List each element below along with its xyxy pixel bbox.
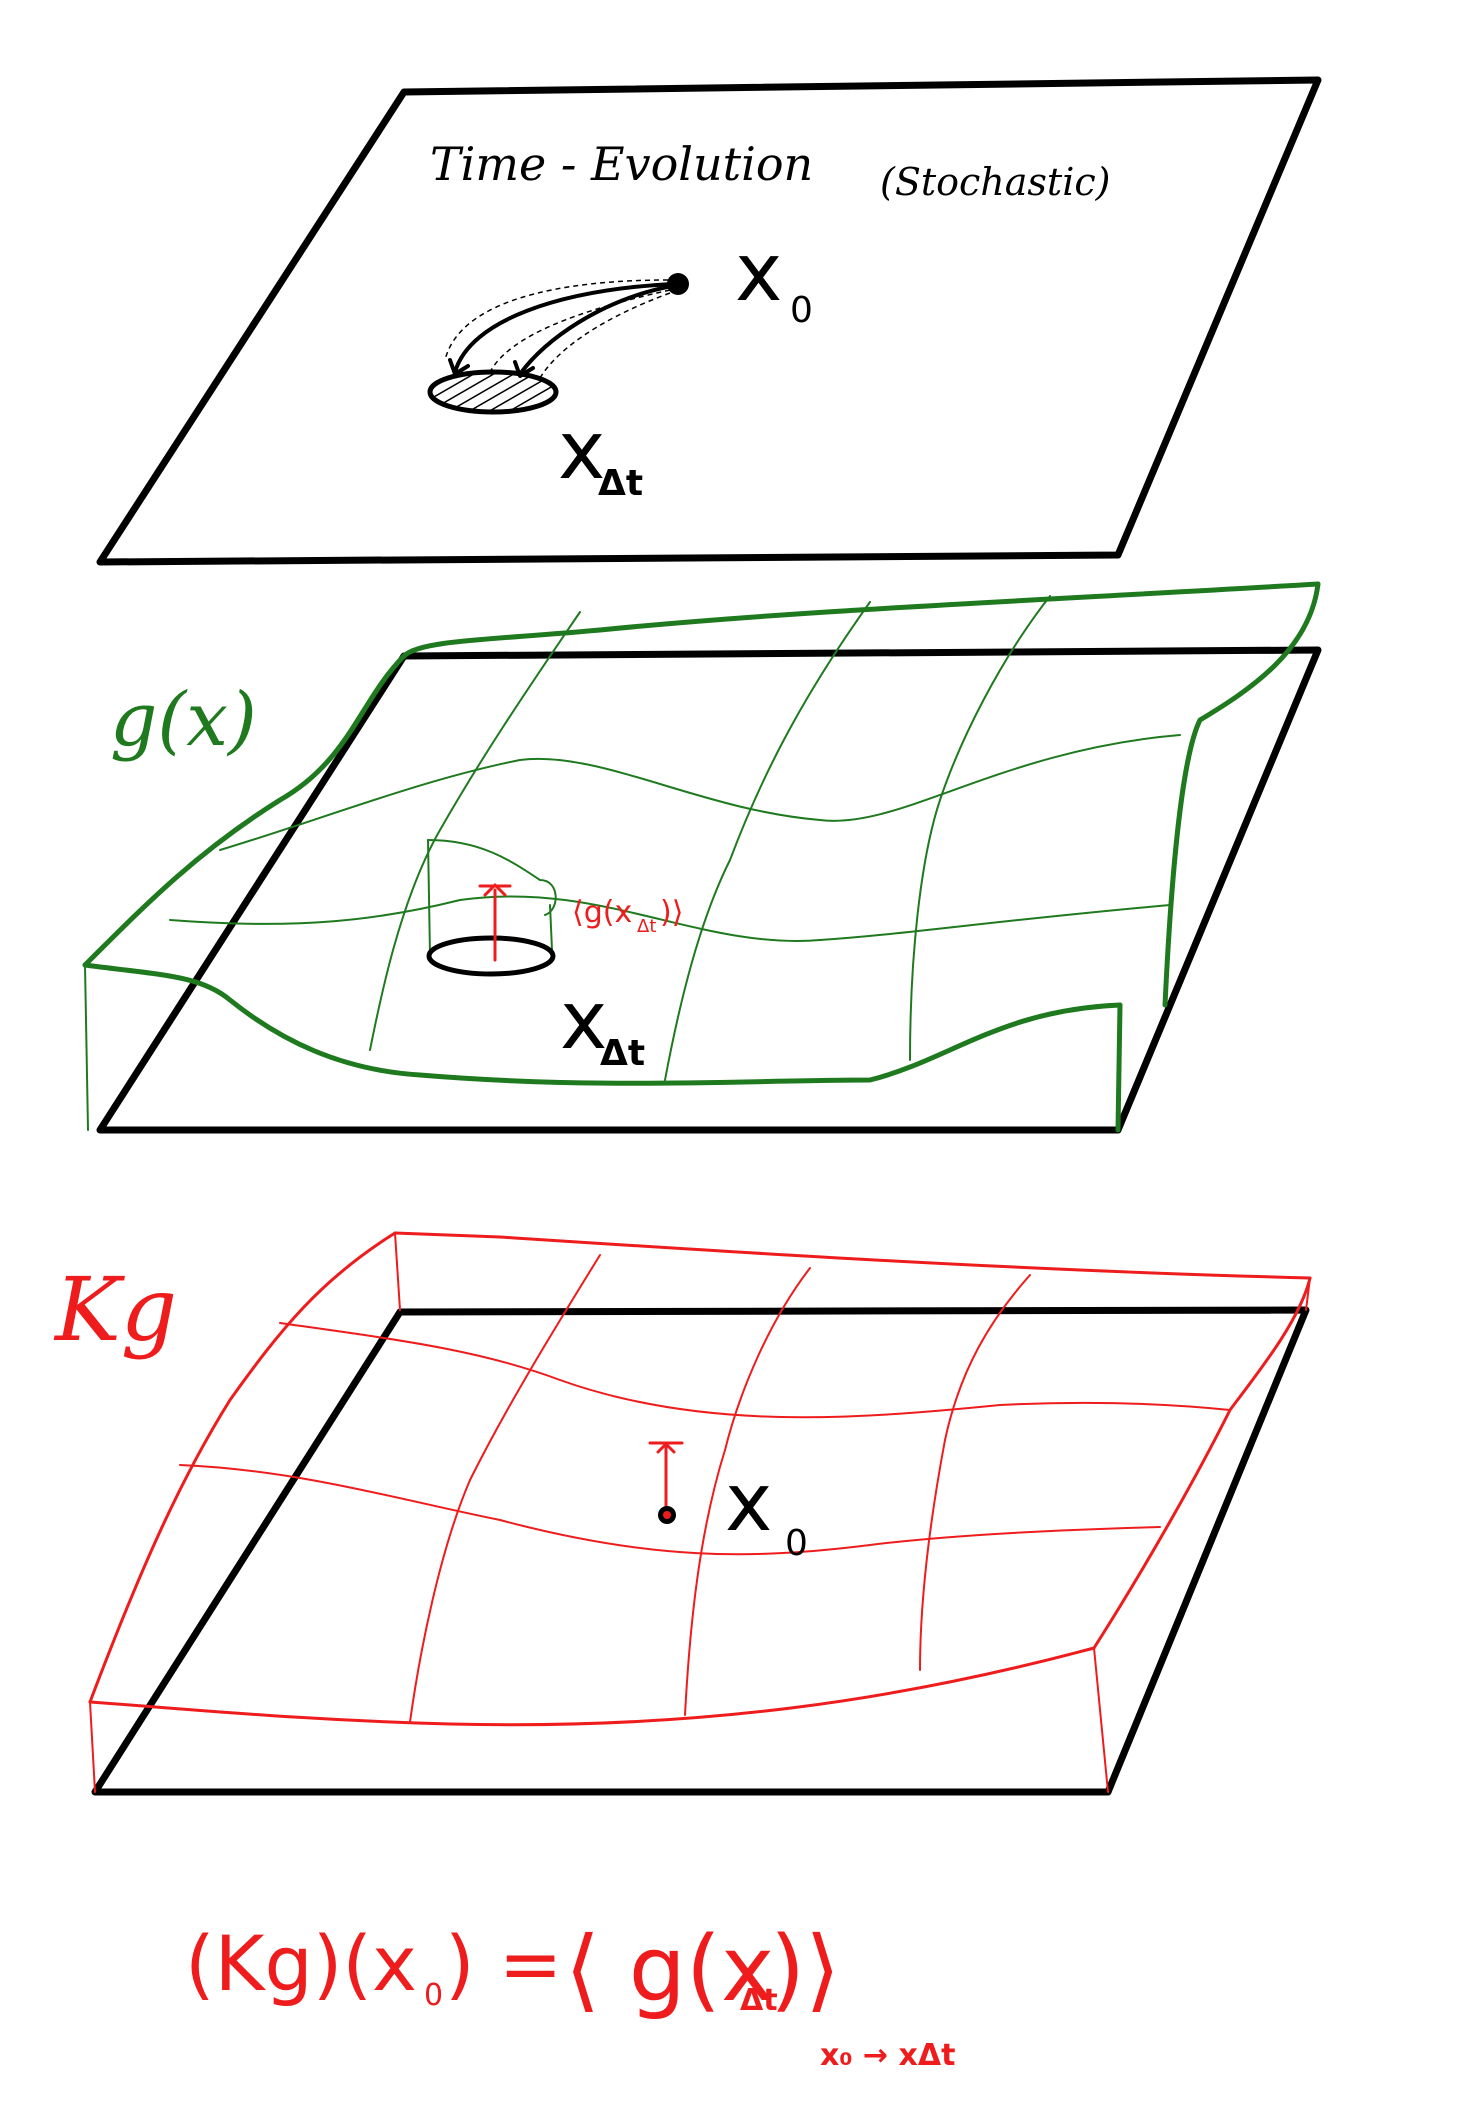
grid-line-v1 [369, 611, 581, 1051]
grid-line-h2 [169, 895, 1171, 942]
region-label: x [560, 974, 607, 1067]
equation-lhs: (Kg)(x [185, 1919, 417, 2008]
surface-left-side [84, 964, 89, 1131]
start-point [667, 273, 689, 295]
end-label: x [558, 404, 605, 497]
kg-grid-h2 [179, 1464, 1161, 1556]
function-label-g-of-x: g(x) [110, 677, 257, 763]
kg-point-label: x [725, 1456, 772, 1549]
kg-surface-top-edge [393, 1231, 1312, 1280]
cylinder-left [427, 839, 431, 956]
surface-right-side [1115, 1002, 1123, 1133]
grid-line-v2 [664, 601, 871, 1081]
end-subscript: Δt [598, 463, 643, 504]
kg-surface-front-edge [88, 1646, 1096, 1727]
expectation-subscript: Δt [637, 916, 656, 937]
operator-label-kg: Kg [53, 1258, 177, 1361]
trajectory-dashed-3 [539, 292, 671, 379]
koopman-equation: (Kg)(x 0 ) = ⟨ g(x Δt )⟩ x₀ → xΔt [185, 1917, 955, 2073]
kg-grid-v1 [409, 1254, 601, 1723]
equation-rhs-close: )⟩ [770, 1917, 840, 2022]
equation-rhs: ⟨ g(x [565, 1917, 774, 2022]
trajectory-dashed-1 [444, 279, 669, 361]
kg-surface-left-edge [88, 1231, 397, 1704]
kg-grid-v3 [919, 1274, 1031, 1671]
expectation-cylinder [426, 839, 557, 977]
grid-line-v3 [909, 595, 1051, 1061]
kg-lift-arrowhead [656, 1442, 676, 1454]
equation-lhs-close: ) = [445, 1919, 563, 2008]
surface-left-edge [82, 653, 407, 968]
equation-bottom-subscript: x₀ → xΔt [820, 2038, 955, 2073]
trajectory-dashed-2 [489, 289, 671, 373]
title-time-evolution: Time - Evolution [430, 137, 813, 191]
kg-back-right-post [1305, 1277, 1311, 1311]
start-subscript: 0 [790, 290, 813, 331]
surface-top-edge [401, 581, 1321, 659]
panel-koopman-kg: x 0 Kg [53, 1231, 1312, 1796]
kg-front-left-post [89, 1701, 96, 1793]
cylinder-top [427, 839, 557, 916]
subtitle-stochastic: (Stochastic) [880, 160, 1110, 204]
panel-time-evolution: Time - Evolution (Stochastic) x 0 x Δt [96, 76, 1322, 566]
surface-right-edge [1162, 581, 1321, 1008]
plane-base-2 [96, 646, 1322, 1134]
panel-observable-g: g(x) ⟨g(x Δt )⟩ x Δt [82, 581, 1322, 1134]
surface-grid [169, 595, 1181, 1081]
end-region-hatched [427, 369, 559, 415]
kg-surface-grid [179, 1254, 1231, 1723]
kg-grid-h1 [279, 1322, 1231, 1419]
kg-point-subscript: 0 [785, 1523, 808, 1564]
kg-point-x0-inner [663, 1511, 671, 1519]
expectation-close: )⟩ [660, 895, 683, 930]
region-ellipse [426, 935, 556, 977]
kg-surface-right-edge [1092, 1276, 1312, 1650]
stochastic-trajectories [444, 279, 674, 379]
kg-front-right-post [1093, 1647, 1109, 1793]
trajectory-1 [453, 282, 674, 374]
grid-line-h1 [219, 734, 1181, 851]
trajectory-2 [518, 284, 674, 376]
start-label: x [735, 226, 782, 319]
kg-grid-v2 [684, 1267, 811, 1716]
kg-back-left-post [394, 1232, 401, 1311]
cylinder-right [549, 904, 553, 951]
plane-top [96, 76, 1322, 566]
region-subscript: Δt [600, 1033, 645, 1074]
expectation-label: ⟨g(x [572, 895, 632, 930]
equation-rhs-subscript: Δt [740, 1983, 778, 2018]
equation-lhs-subscript: 0 [424, 1978, 443, 2013]
surface-front-edge [82, 962, 1123, 1086]
